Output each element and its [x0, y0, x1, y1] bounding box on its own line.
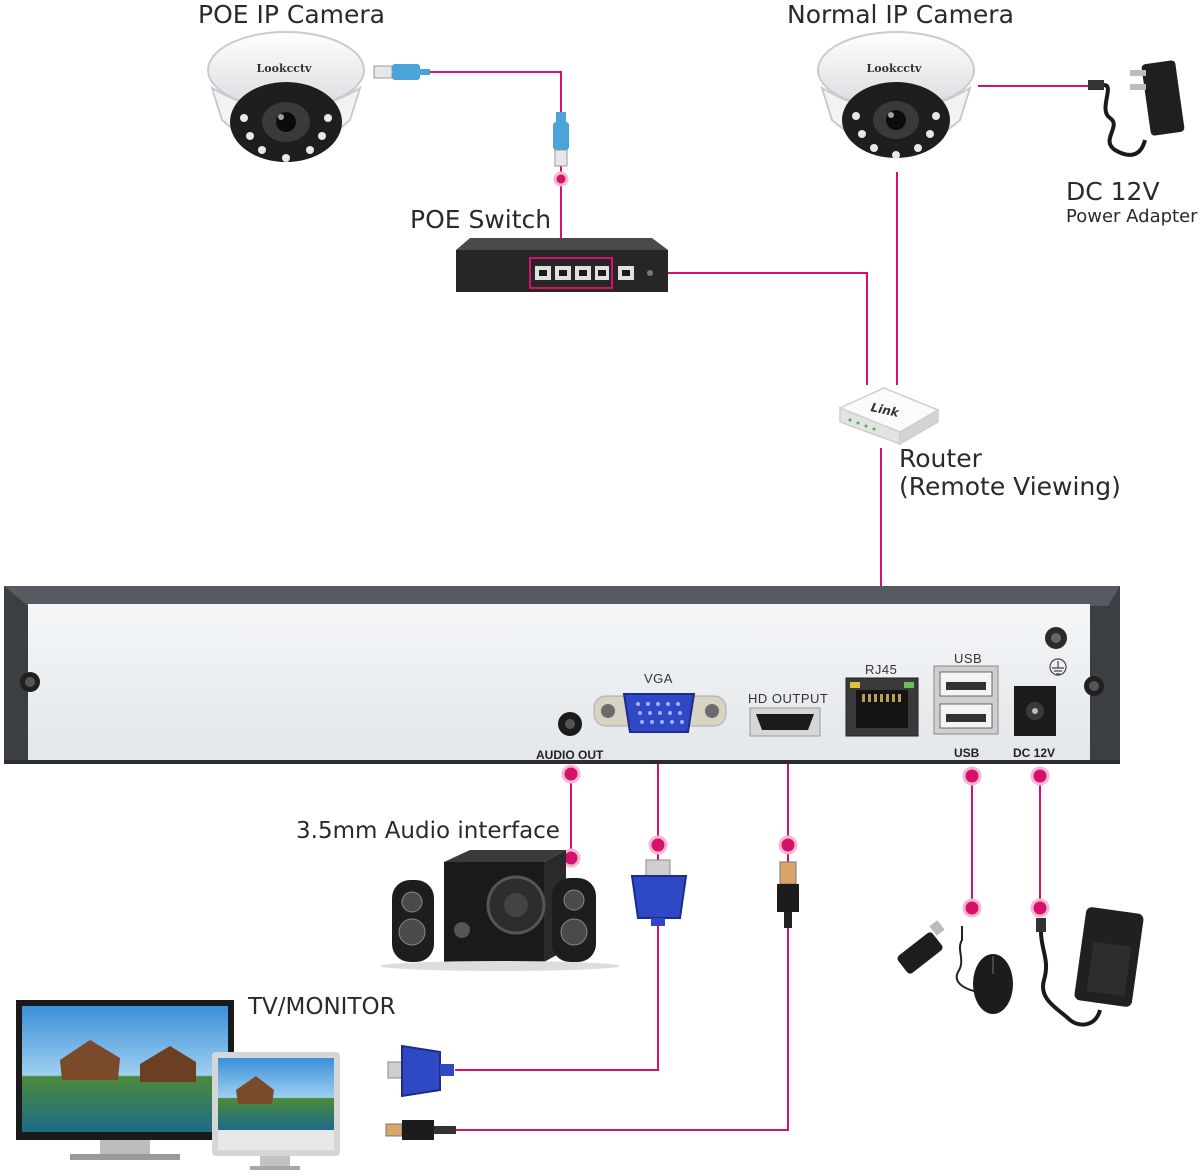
audio-out-port-label: AUDIO OUT — [536, 748, 604, 762]
rj45-port-label: RJ45 — [865, 662, 898, 677]
vga-port — [593, 693, 727, 733]
dot-switch — [553, 171, 569, 187]
usb-mouse — [955, 926, 1013, 1014]
vga-cable-connector — [630, 859, 688, 926]
camera-brand-label-normal: Lookcctv — [867, 62, 923, 75]
poe-switch-cable-plug — [553, 112, 569, 167]
usb-flash-drive — [897, 920, 945, 974]
line-switch-to-router — [665, 272, 868, 385]
hd-output-port — [749, 707, 821, 737]
audio-interface-label: 3.5mm Audio interface — [296, 818, 560, 844]
normal-ip-camera-label: Normal IP Camera — [787, 0, 1014, 29]
line-poe-camera-to-switch — [430, 71, 562, 178]
dc-12v-jack — [1014, 686, 1056, 736]
usb-ports — [933, 665, 999, 735]
dot-hd-connector — [778, 835, 798, 855]
poe-ip-camera: Lookcctv — [207, 31, 365, 162]
router-brand-label: Link — [870, 400, 902, 420]
tv-monitor-small — [212, 1052, 340, 1170]
poe-camera-cable-plug — [373, 64, 430, 80]
camera-brand-label-poe: Lookcctv — [257, 62, 313, 75]
dc-power-adapter-bottom — [1036, 907, 1144, 1027]
dc-power-label: DC 12V — [1066, 177, 1160, 206]
hd-output-port-label: HD OUTPUT — [748, 691, 829, 706]
usb-top-port-label: USB — [954, 651, 983, 666]
nvr-recorder — [4, 586, 1120, 764]
dot-usb-port — [962, 766, 982, 786]
monitor-vga-plug — [387, 1044, 454, 1098]
dot-audio-out — [561, 764, 581, 784]
router-sub-label: (Remote Viewing) — [899, 472, 1121, 501]
normal-ip-camera: Lookcctv — [817, 31, 975, 159]
tv-monitor-large — [16, 1000, 234, 1160]
dc-power-adapter-top — [1088, 60, 1185, 157]
dot-dc-port — [1030, 766, 1050, 786]
rj45-port — [845, 677, 919, 737]
connection-lines — [430, 71, 1088, 1131]
poe-switch — [456, 238, 668, 292]
dot-dc-adapter — [1030, 898, 1050, 918]
router-label: Router — [899, 444, 982, 473]
monitor-hdmi-plug — [385, 1120, 456, 1140]
vga-port-label: VGA — [644, 671, 673, 686]
usb-bottom-port-label: USB — [954, 746, 980, 760]
poe-switch-label: POE Switch — [410, 205, 552, 234]
tv-monitor-label: TV/MONITOR — [248, 994, 396, 1020]
line-hd-to-monitor — [455, 845, 789, 1131]
dc-12v-port-label: DC 12V — [1013, 746, 1056, 760]
dot-usb-device — [962, 898, 982, 918]
router: Link — [838, 387, 940, 446]
speakers — [380, 850, 620, 971]
dot-vga-connector — [648, 835, 668, 855]
hdmi-cable-connector — [777, 861, 799, 928]
dc-power-sub-label: Power Adapter — [1066, 206, 1198, 227]
poe-ip-camera-label: POE IP Camera — [198, 0, 385, 29]
